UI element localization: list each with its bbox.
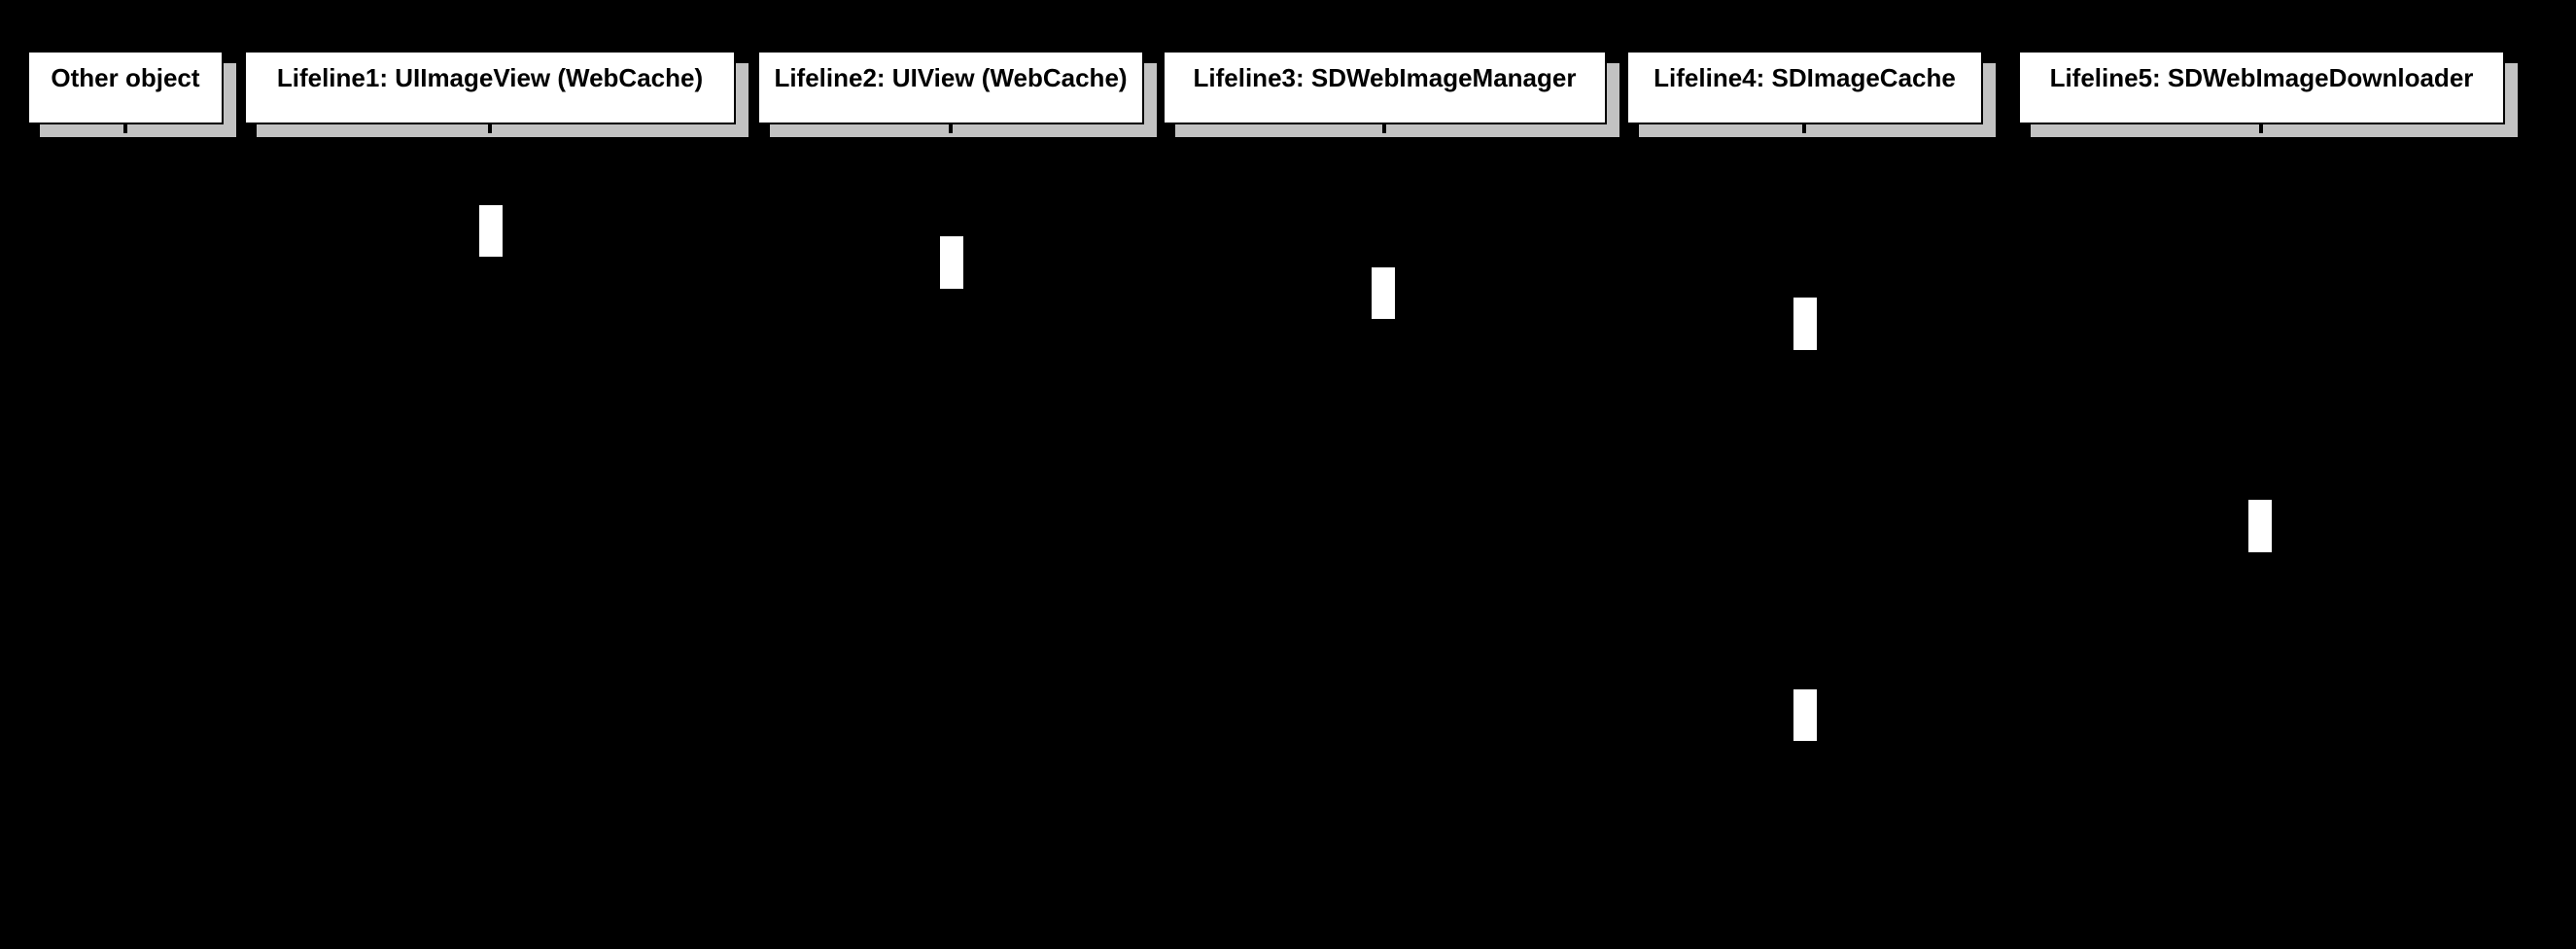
lifeline-start-tick xyxy=(123,124,127,133)
lifeline-start-tick xyxy=(2259,124,2263,133)
activation-bar-lifeline4-second xyxy=(1793,689,1817,741)
lifeline-label: Lifeline2: UIView (WebCache) xyxy=(774,63,1128,92)
lifeline-label: Other object xyxy=(51,63,200,92)
activation-bar-lifeline5 xyxy=(2248,500,2272,552)
lifeline-label: Lifeline4: SDImageCache xyxy=(1654,63,1956,92)
lifeline-label: Lifeline3: SDWebImageManager xyxy=(1193,63,1577,92)
activation-bar-lifeline4 xyxy=(1793,298,1817,350)
lifeline-head-3-sdwebimagemanager: Lifeline3: SDWebImageManager xyxy=(1163,51,1607,124)
activation-bar-lifeline3 xyxy=(1372,267,1395,319)
lifeline-head-1-uiimageview: Lifeline1: UIImageView (WebCache) xyxy=(244,51,736,124)
lifeline-start-tick xyxy=(488,124,492,133)
lifeline-head-other-object: Other object xyxy=(27,51,224,124)
lifeline-head-4-sdimagecache: Lifeline4: SDImageCache xyxy=(1626,51,1983,124)
lifeline-start-tick xyxy=(1802,124,1806,133)
lifeline-head-5-sdwebimagedownloader: Lifeline5: SDWebImageDownloader xyxy=(2018,51,2505,124)
activation-bar-lifeline2 xyxy=(940,236,963,289)
lifeline-start-tick xyxy=(949,124,953,133)
lifeline-label: Lifeline5: SDWebImageDownloader xyxy=(2049,63,2474,92)
lifeline-start-tick xyxy=(1382,124,1386,133)
lifeline-label: Lifeline1: UIImageView (WebCache) xyxy=(276,63,704,92)
lifeline-head-2-uiview: Lifeline2: UIView (WebCache) xyxy=(757,51,1144,124)
activation-bar-lifeline1 xyxy=(479,205,503,257)
